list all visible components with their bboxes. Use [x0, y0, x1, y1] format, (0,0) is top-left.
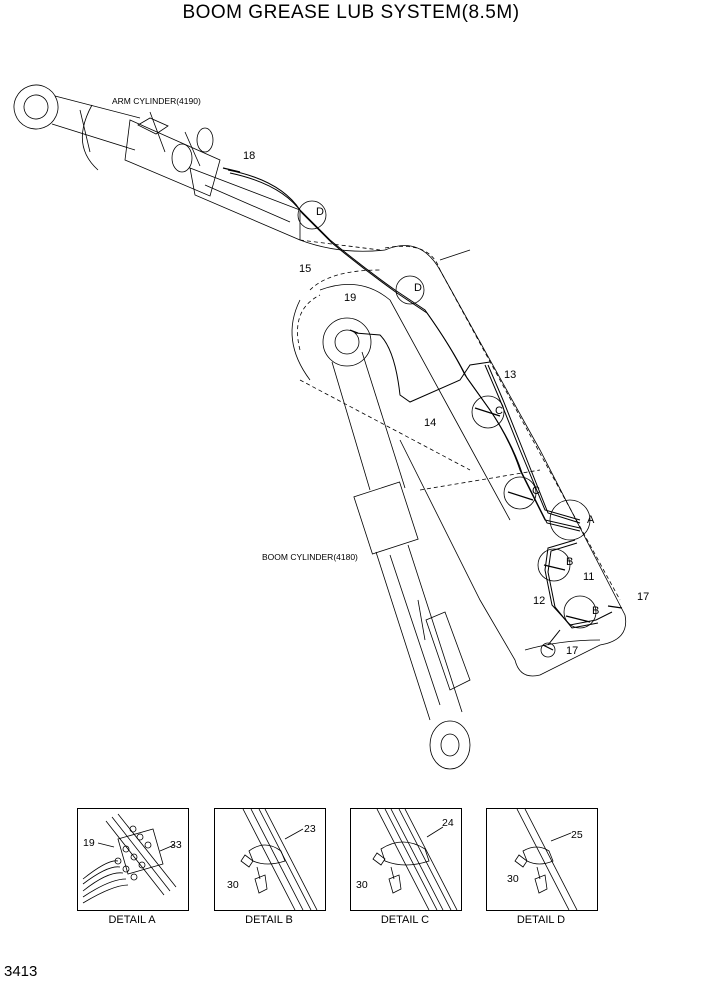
detail-a-label-19: 19	[83, 837, 95, 849]
detail-a-box: 19 33	[77, 808, 189, 911]
detail-b-label-30: 30	[227, 879, 239, 891]
detail-c-box: 24 30	[350, 808, 462, 911]
arm-cylinder	[13, 84, 301, 241]
callout-12: 12	[533, 595, 546, 607]
detail-a-caption: DETAIL A	[108, 914, 156, 926]
callout-17-lower: 17	[566, 645, 579, 657]
callout-19: 19	[344, 292, 357, 304]
detail-d-label-30: 30	[507, 873, 519, 885]
detail-c-drawing	[372, 809, 458, 910]
page-number: 3413	[4, 963, 38, 980]
callout-11: 11	[583, 571, 595, 583]
boom-cylinder-caption: BOOM CYLINDER(4180)	[262, 552, 358, 562]
detail-c-caption: DETAIL C	[380, 914, 430, 926]
callout-13: 13	[504, 369, 517, 381]
detail-b-box: 23 30	[214, 808, 326, 911]
detail-ref-b-upper: B	[566, 556, 574, 568]
callout-18: 18	[243, 150, 256, 162]
detail-d-caption: DETAIL D	[516, 914, 566, 926]
detail-markers	[297, 200, 597, 629]
detail-a-drawing	[82, 813, 177, 904]
detail-ref-a: A	[587, 514, 595, 526]
detail-b-label-23: 23	[304, 823, 316, 835]
detail-c-label-30: 30	[356, 879, 368, 891]
boom-cylinder	[322, 317, 471, 770]
detail-d-box: 25 30	[486, 808, 598, 911]
detail-ref-b-lower: B	[592, 605, 600, 617]
detail-b-drawing	[240, 809, 318, 910]
detail-a-label-33: 33	[170, 839, 182, 851]
detail-ref-d-lower: D	[414, 282, 422, 294]
callout-17-right: 17	[637, 591, 650, 603]
callout-15: 15	[299, 263, 312, 275]
page-title: BOOM GREASE LUB SYSTEM(8.5M)	[182, 2, 520, 23]
detail-ref-c-upper: C	[495, 405, 503, 417]
detail-ref-d-upper: D	[316, 206, 324, 218]
boom-grease-lub-drawing	[13, 84, 627, 770]
detail-ref-c-lower: C	[532, 485, 540, 497]
grease-hoses	[227, 169, 613, 646]
callout-14: 14	[424, 417, 437, 429]
detail-c-label-24: 24	[442, 817, 454, 829]
detail-d-drawing	[514, 809, 578, 910]
detail-d-label-25: 25	[571, 829, 583, 841]
detail-b-caption: DETAIL B	[245, 914, 293, 926]
arm-cylinder-caption: ARM CYLINDER(4190)	[112, 96, 201, 106]
